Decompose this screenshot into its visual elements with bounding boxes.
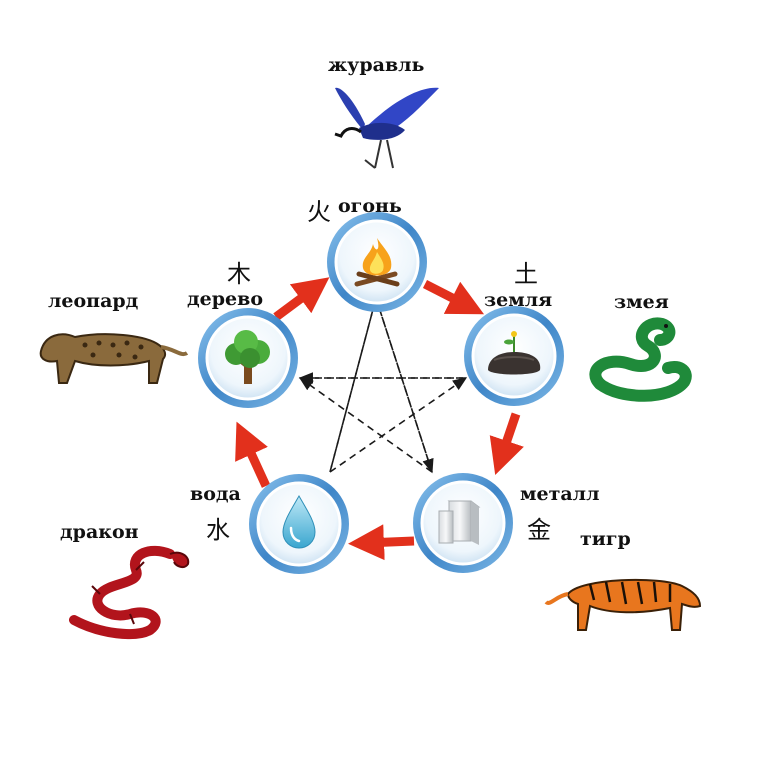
star-line-metal-wood-back <box>298 377 433 473</box>
metal-ingot-icon <box>438 500 481 545</box>
earth-label: земля <box>484 289 552 311</box>
earth-glyph: 土 <box>514 260 538 288</box>
fire-label: огонь <box>338 195 402 217</box>
element-earth <box>464 306 564 406</box>
tiger-image <box>544 578 702 631</box>
fire-glyph: 火 <box>307 198 331 226</box>
element-metal <box>413 473 513 573</box>
arrow-earth-metal <box>489 412 524 476</box>
soil-sprout-icon <box>488 331 541 375</box>
campfire-icon <box>354 238 400 287</box>
element-water <box>249 474 349 574</box>
crane-image <box>334 87 439 169</box>
crane-label: журавль <box>328 54 425 76</box>
snake-image <box>589 317 692 402</box>
dragon-image <box>69 545 190 640</box>
arrow-metal-water <box>348 524 415 561</box>
tiger-label: тигр <box>580 528 631 550</box>
star-line-water-fire <box>329 296 379 473</box>
tree-icon <box>225 330 270 384</box>
element-fire <box>327 212 427 312</box>
metal-label: металл <box>520 483 599 505</box>
leopard-label: леопард <box>48 290 139 312</box>
arrow-water-wood <box>235 421 271 488</box>
generation-cycle-arrows <box>235 277 524 561</box>
dragon-label: дракон <box>60 521 139 543</box>
wood-label: дерево <box>187 288 263 310</box>
water-label: вода <box>190 483 241 505</box>
arrow-wood-fire <box>273 277 330 321</box>
star-line-water-earth <box>329 377 468 473</box>
control-cycle-star <box>298 296 468 474</box>
snake-label: змея <box>614 291 669 313</box>
star-line-metal-fire <box>375 297 433 473</box>
arrow-fire-earth <box>422 279 485 315</box>
wood-glyph: 木 <box>227 260 251 288</box>
water-drop-icon <box>282 494 316 549</box>
leopard-image <box>39 333 189 384</box>
water-glyph: 水 <box>206 516 230 544</box>
element-wood <box>198 308 298 408</box>
star-line-fire-metal <box>375 297 434 474</box>
metal-glyph: 金 <box>527 516 551 544</box>
